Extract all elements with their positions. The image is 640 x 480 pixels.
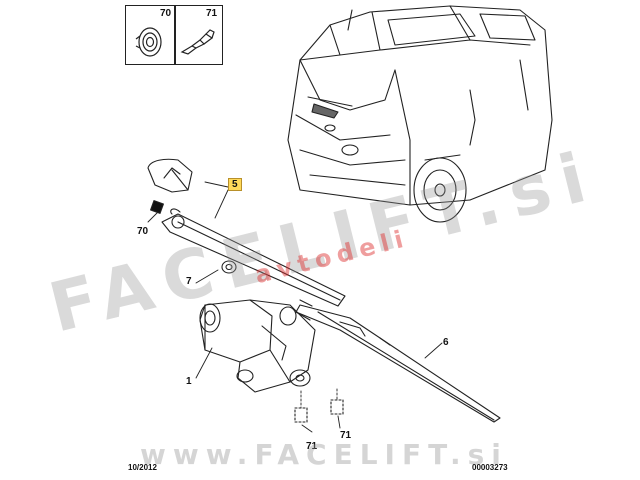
- grommet-70-marker: [150, 200, 164, 214]
- car-outline: [287, 5, 553, 223]
- callout-71-right[interactable]: 71: [340, 430, 352, 441]
- watermark-bottom: www.FACELIFT.si: [140, 438, 508, 471]
- inset-label-70: 70: [160, 8, 172, 19]
- grommet-drawing: [135, 27, 162, 57]
- leader-lines: [147, 181, 443, 433]
- inset-label-71: 71: [206, 8, 218, 19]
- callout-7[interactable]: 7: [186, 276, 192, 287]
- cap-part-5: [147, 158, 193, 193]
- callout-71-left[interactable]: 71: [306, 441, 318, 452]
- motor-part-1: [199, 299, 316, 393]
- callout-70[interactable]: 70: [137, 226, 149, 237]
- clip-71-right: [330, 399, 344, 415]
- inset-drawings: [135, 27, 215, 57]
- footer-code: 00003273: [472, 463, 508, 472]
- callout-5[interactable]: 5: [228, 178, 242, 191]
- inset-parts-box: 70 71: [125, 5, 223, 65]
- wiper-arm: [161, 208, 346, 307]
- callout-6[interactable]: 6: [443, 337, 449, 348]
- footer-date: 10/2012: [128, 463, 157, 472]
- clip-drawing: [180, 29, 215, 55]
- blade-part-6: [295, 304, 501, 423]
- car-wiper-highlight: [307, 96, 353, 119]
- nut-part-7: [221, 260, 237, 274]
- clip-71-left: [294, 407, 308, 423]
- inset-divider: [174, 6, 176, 64]
- callout-1[interactable]: 1: [186, 376, 192, 387]
